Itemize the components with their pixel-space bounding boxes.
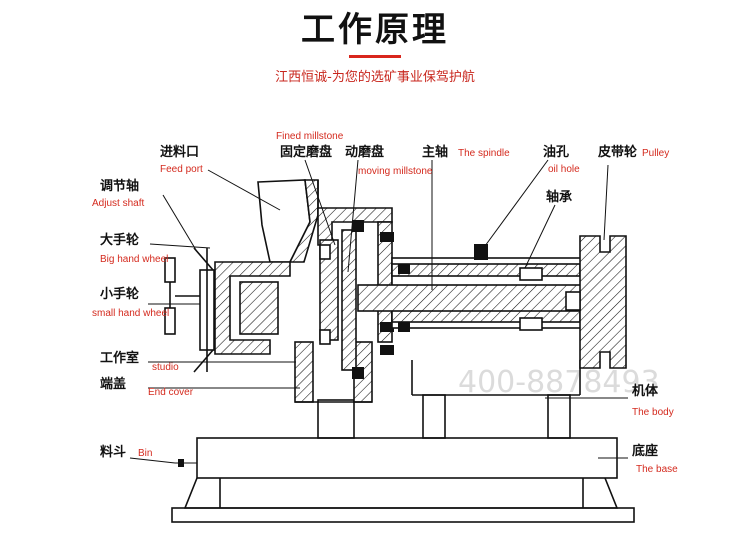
pulley <box>565 235 627 369</box>
label-base-en: The base <box>636 464 678 475</box>
leader-lines <box>129 159 628 464</box>
machine-body <box>317 360 581 439</box>
label-base-cn: 底座 <box>632 443 658 459</box>
studio-chamber <box>294 341 373 403</box>
label-feed-port-en: Feed port <box>160 164 203 175</box>
label-spindle-cn: 主轴 <box>422 144 448 160</box>
label-bearing-cn: 轴承 <box>546 189 572 205</box>
label-small-hand-wheel-cn: 小手轮 <box>100 286 139 302</box>
adjust-shaft-assembly <box>164 247 279 373</box>
label-end-cover-en: End cover <box>148 387 194 398</box>
feed-hopper <box>257 179 319 263</box>
label-adjust-shaft-en: Adjust shaft <box>92 198 144 209</box>
label-fixed-millstone-en: Fined millstone <box>276 131 344 142</box>
label-pulley-en: Pulley <box>642 148 669 159</box>
label-spindle-en: The spindle <box>458 148 510 159</box>
watermark-text: 400-8878493 <box>458 365 660 400</box>
label-oil-hole-en: oil hole <box>548 164 580 175</box>
label-moving-millstone-en: moving millstone <box>358 166 433 177</box>
label-adjust-shaft-cn: 调节轴 <box>100 178 139 194</box>
label-pulley-cn: 皮带轮 <box>597 144 637 160</box>
millstones <box>319 220 394 379</box>
label-fixed-millstone-cn: 固定磨盘 <box>280 144 332 160</box>
page-subtitle: 江西恒诚-为您的选矿事业保驾护航 <box>275 70 475 85</box>
spindle-shaft <box>357 244 599 332</box>
label-body-cn: 机体 <box>632 383 659 399</box>
label-oil-hole-cn: 油孔 <box>543 144 569 160</box>
label-feed-port-cn: 进料口 <box>160 144 199 160</box>
title-underline <box>349 55 401 58</box>
label-big-hand-wheel-en: Big hand wheel <box>100 254 168 265</box>
label-end-cover-cn: 端盖 <box>100 376 126 392</box>
label-bin-cn: 料斗 <box>100 444 126 460</box>
label-moving-millstone-cn: 动磨盘 <box>345 144 384 160</box>
housing-cover <box>214 207 393 355</box>
label-studio-cn: 工作室 <box>100 350 139 366</box>
label-bin-en: Bin <box>138 448 152 459</box>
machine-base <box>171 437 635 523</box>
label-body-en: The body <box>632 407 674 418</box>
label-small-hand-wheel-en: small hand wheel <box>92 308 169 319</box>
label-big-hand-wheel-cn: 大手轮 <box>100 232 139 248</box>
label-studio-en: studio <box>152 362 179 373</box>
page-title: 工作原理 <box>301 10 449 50</box>
